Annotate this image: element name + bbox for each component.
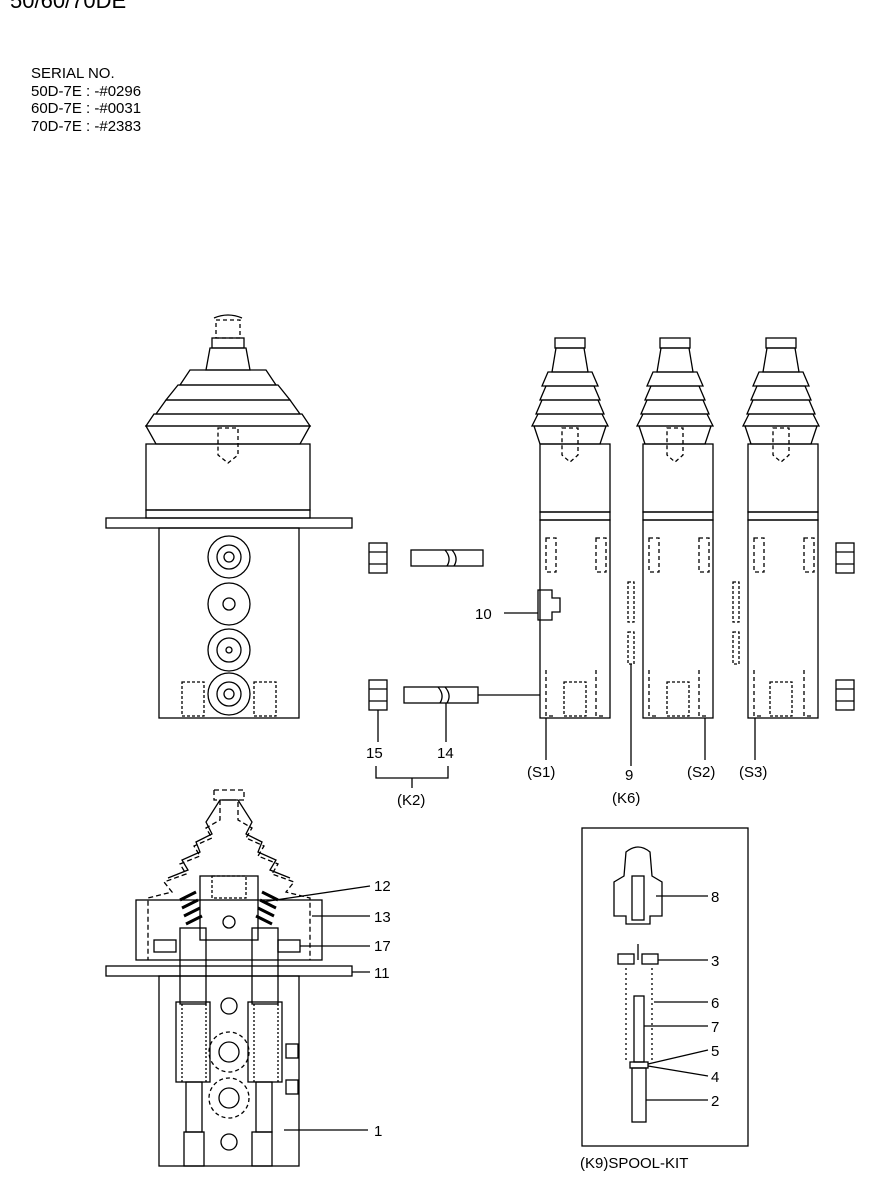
label-6: 6 <box>711 995 719 1012</box>
serial-line-70d: 70D-7E : -#2383 <box>31 117 142 135</box>
label-3: 3 <box>711 953 719 970</box>
label-17: 17 <box>374 938 391 955</box>
label-1: 1 <box>374 1123 382 1140</box>
serial-line-50d: 50D-7E : -#0296 <box>31 82 142 100</box>
label-5: 5 <box>711 1043 719 1060</box>
leader-lines-upper <box>375 612 756 788</box>
label-8: 8 <box>711 889 719 906</box>
label-s1: (S1) <box>527 764 555 781</box>
leader-lines-section <box>261 885 371 1131</box>
label-4: 4 <box>711 1069 719 1086</box>
label-14: 14 <box>437 745 454 762</box>
spool-rods-k6 <box>627 581 740 665</box>
label-k2: (K2) <box>397 792 425 809</box>
label-15: 15 <box>366 745 383 762</box>
label-7: 7 <box>711 1019 719 1036</box>
label-10: 10 <box>475 606 492 623</box>
joystick-valve-section <box>105 789 353 1167</box>
label-12: 12 <box>374 878 391 895</box>
tie-rod-kit-k2 <box>368 542 855 711</box>
valve-section-s2 <box>635 337 715 719</box>
serial-line-60d: 60D-7E : -#0031 <box>31 100 142 117</box>
label-2: 2 <box>711 1093 719 1110</box>
callout-labels: 10 15 14 (K2) (S1) 9 (K6) (S2) (S3) 12 1… <box>366 606 767 1172</box>
label-11: 11 <box>374 965 390 982</box>
label-s2: (S2) <box>687 764 715 781</box>
label-13: 13 <box>374 909 391 926</box>
joystick-valve-front <box>105 314 353 719</box>
label-9: 9 <box>625 767 633 784</box>
valve-section-s3 <box>741 337 821 719</box>
serial-heading: SERIAL NO. <box>31 65 115 82</box>
valve-section-s1 <box>530 337 611 719</box>
label-s3: (S3) <box>739 764 767 781</box>
label-k9-spool-kit: (K9)SPOOL-KIT <box>580 1155 688 1172</box>
serial-number-block: SERIAL NO. 50D-7E : -#0296 60D-7E : -#00… <box>31 65 141 135</box>
page-title: 50/60/70DE <box>10 0 127 13</box>
spool-kit-k9 <box>581 827 749 1147</box>
label-k6: (K6) <box>612 790 640 807</box>
